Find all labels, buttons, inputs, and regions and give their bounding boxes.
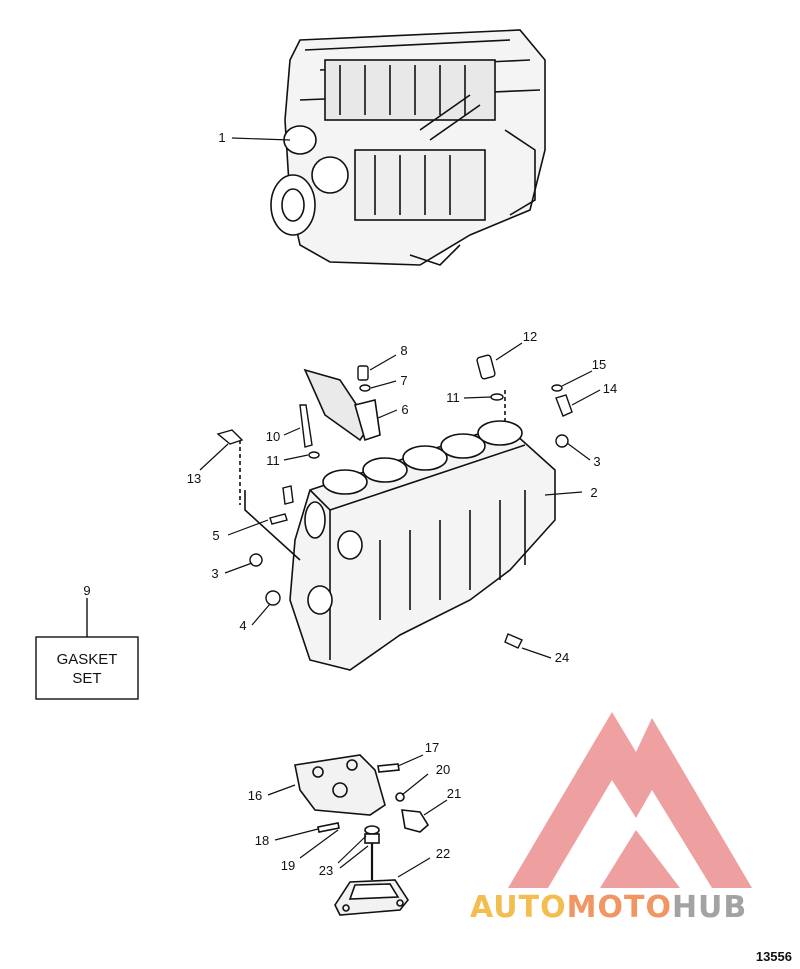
callout-23: 23	[319, 863, 333, 878]
callout-11a: 11	[266, 453, 280, 468]
figure-number: 13556	[756, 949, 792, 964]
callouts: 1 2 3 3 4 5 6 7 8 9 10 11 11 12 13 14 15…	[83, 130, 617, 878]
callout-13: 13	[187, 471, 201, 486]
callout-22: 22	[436, 846, 450, 861]
watermark-logo-icon	[508, 712, 752, 888]
callout-14: 14	[603, 381, 617, 396]
callout-10: 10	[266, 429, 280, 444]
cylinder-block-illustration	[239, 368, 556, 671]
callout-1: 1	[218, 130, 225, 145]
gasket-set-label-line1: GASKET	[57, 651, 118, 668]
callout-20: 20	[436, 762, 450, 777]
gasket-set-box: GASKET SET	[35, 598, 139, 700]
automotohub-watermark: AUTOMOTOHUB	[470, 712, 752, 925]
callout-21: 21	[447, 786, 461, 801]
watermark-text: AUTOMOTOHUB	[470, 890, 747, 925]
callout-5: 5	[212, 528, 219, 543]
callout-12: 12	[523, 329, 537, 344]
callout-6: 6	[401, 402, 408, 417]
callout-3a: 3	[593, 454, 600, 469]
callout-2: 2	[590, 485, 597, 500]
gasket-set-frame	[35, 636, 139, 700]
callout-9: 9	[83, 583, 90, 598]
callout-7: 7	[400, 373, 407, 388]
block-small-parts	[216, 354, 573, 649]
leader-lines	[199, 137, 601, 878]
engine-mount-illustration	[294, 754, 430, 916]
callout-17: 17	[425, 740, 439, 755]
callout-3b: 3	[211, 566, 218, 581]
callout-18: 18	[255, 833, 269, 848]
callout-16: 16	[248, 788, 262, 803]
callout-11b: 11	[446, 390, 460, 405]
complete-engine-illustration	[270, 29, 546, 266]
gasket-set-label-line2: SET	[72, 670, 101, 687]
callout-24: 24	[555, 650, 569, 665]
callout-8: 8	[400, 343, 407, 358]
callout-15: 15	[592, 357, 606, 372]
callout-19: 19	[281, 858, 295, 873]
callout-4: 4	[239, 618, 246, 633]
